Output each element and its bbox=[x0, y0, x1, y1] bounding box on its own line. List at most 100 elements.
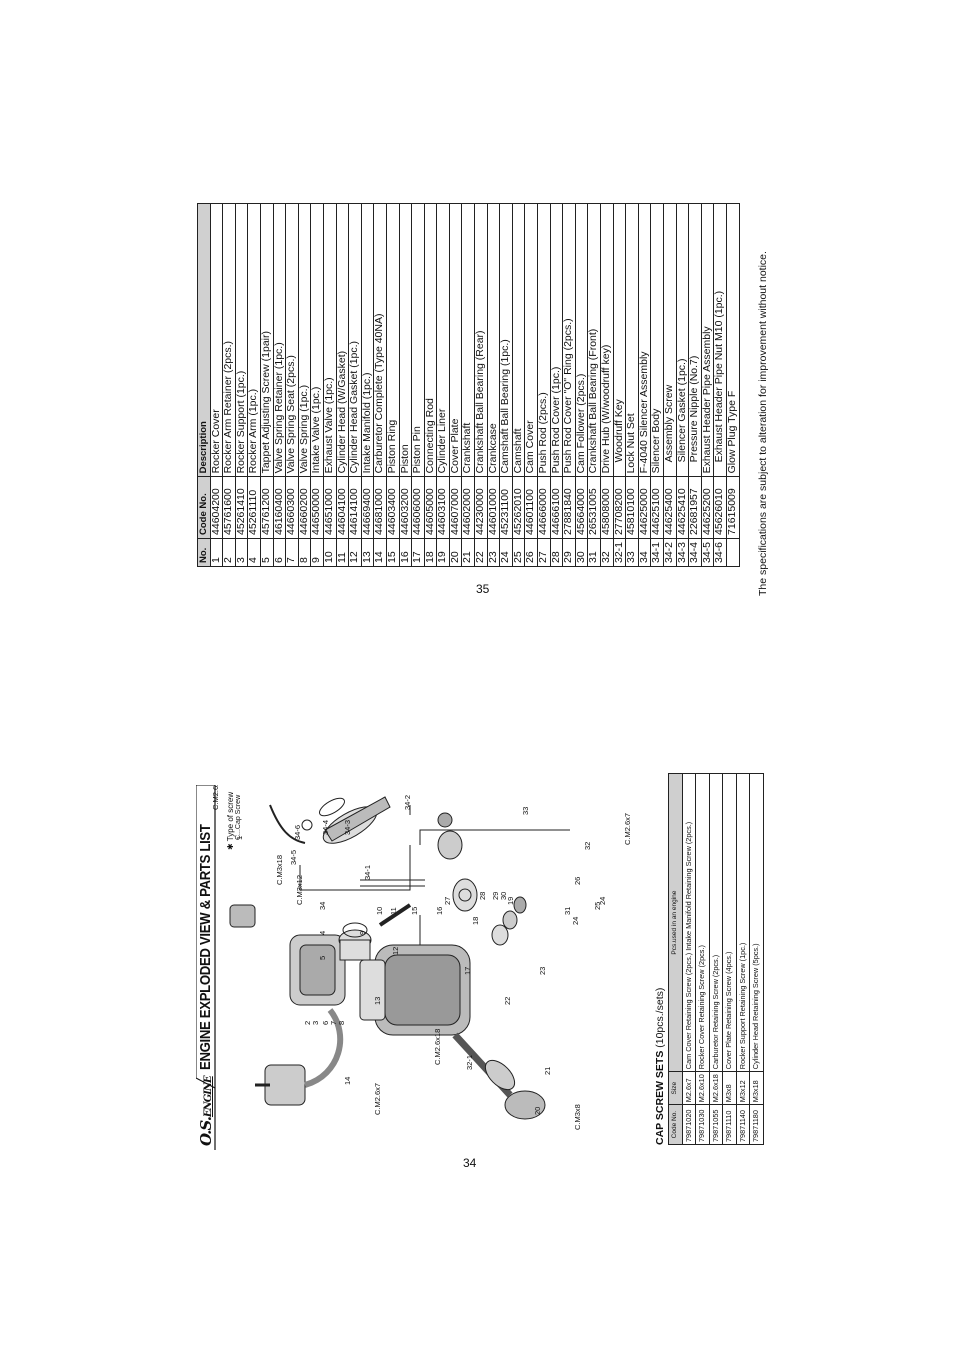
cell-code: 44230000 bbox=[474, 476, 488, 539]
label-20: 20 bbox=[533, 1107, 542, 1115]
label-3: 3 bbox=[311, 1021, 320, 1025]
cell-desc: Silencer Body bbox=[650, 203, 664, 477]
cell-no: 2 bbox=[222, 538, 236, 567]
cap-cell-size: M3x12 bbox=[736, 1071, 750, 1105]
cap-header-size: Size bbox=[668, 1071, 682, 1105]
cap-cell-used: Carburetor Retaining Screw (2pcs.) bbox=[709, 773, 723, 1072]
cap-cell-size: M2.6x18 bbox=[709, 1071, 723, 1105]
cell-code: 44625200 bbox=[701, 476, 714, 539]
cell-no: 24 bbox=[499, 538, 513, 567]
cell-code: 44607000 bbox=[449, 476, 462, 539]
cell-no: 9 bbox=[310, 538, 324, 567]
cap-cell-size: M2.6x7 bbox=[682, 1071, 696, 1105]
cell-no: 26 bbox=[524, 538, 538, 567]
cell-desc: Rocker Support (1pc.) bbox=[235, 203, 248, 477]
cell-desc: Push Rod (2pcs.) bbox=[537, 203, 551, 477]
label-34-1: 34-1 bbox=[363, 865, 372, 880]
cell-code: 45761200 bbox=[260, 476, 274, 539]
cell-code: 44681000 bbox=[373, 476, 387, 539]
label-7: 7 bbox=[329, 1021, 338, 1025]
label-32: 32 bbox=[583, 842, 592, 850]
cell-desc: Pressure Nipple (No.7) bbox=[688, 203, 702, 477]
label-21: 21 bbox=[543, 1067, 552, 1075]
cap-cell-size: M3x18 bbox=[749, 1071, 763, 1105]
label-24: 24 bbox=[571, 917, 580, 925]
cell-no: 28 bbox=[550, 538, 563, 567]
label-8: 8 bbox=[337, 1021, 346, 1025]
cell-no: 23 bbox=[487, 538, 500, 567]
cell-no: 17 bbox=[411, 538, 425, 567]
label-34-3: 34-3 bbox=[343, 820, 352, 835]
cell-desc: Piston bbox=[399, 203, 412, 477]
cell-no: 20 bbox=[449, 538, 462, 567]
cell-no: 31 bbox=[587, 538, 601, 567]
cell-no: 16 bbox=[399, 538, 412, 567]
cell-code: 44625410 bbox=[676, 476, 689, 539]
cell-no: 18 bbox=[424, 538, 437, 567]
page-number-right: 35 bbox=[476, 582, 490, 596]
cell-desc: Crankshaft Ball Bearing (Front) bbox=[587, 203, 601, 477]
cell-no: 11 bbox=[336, 538, 349, 567]
cell-desc: Exhaust Valve (1pc.) bbox=[323, 203, 337, 477]
cell-desc: Cylinder Head Gasket (1pc.) bbox=[348, 203, 362, 477]
label-10: 10 bbox=[375, 907, 384, 915]
cell-desc: Glow Plug Type F bbox=[726, 203, 740, 477]
label-c-m3x12: C.M3x12 bbox=[295, 875, 304, 905]
label-12: 12 bbox=[391, 947, 400, 955]
cell-code: 44666100 bbox=[550, 476, 563, 539]
label-32-1: 32-1 bbox=[465, 1055, 474, 1070]
cell-no: 34-4 bbox=[688, 538, 702, 567]
cell-desc: Cam Cover bbox=[524, 203, 538, 477]
cell-code: 27881840 bbox=[562, 476, 576, 539]
cell-desc: Silencer Gasket (1pc.) bbox=[676, 203, 689, 477]
cell-code: 44604200 bbox=[210, 476, 223, 539]
cell-code: 44650000 bbox=[310, 476, 324, 539]
cap-header-used: Pcs.used in an engine bbox=[668, 773, 682, 1072]
cell-desc: Piston Pin bbox=[411, 203, 425, 477]
label-22: 22 bbox=[503, 997, 512, 1005]
cell-desc: Crankcase bbox=[487, 203, 500, 477]
cap-cell-used: Cam Cover Retaining Screw (2pcs.) Intake… bbox=[682, 773, 696, 1072]
label-2: 2 bbox=[303, 1021, 312, 1025]
notice-text: The specifications are subject to altera… bbox=[757, 251, 769, 596]
cell-code: 45262010 bbox=[512, 476, 525, 539]
cap-cell-code: 79871180 bbox=[749, 1104, 763, 1145]
cell-no: 34-2 bbox=[663, 538, 677, 567]
label-18: 18 bbox=[471, 917, 480, 925]
cell-desc: Camshaft bbox=[512, 203, 525, 477]
cell-code: 44625400 bbox=[663, 476, 677, 539]
cell-code: 22681957 bbox=[688, 476, 702, 539]
cell-no: 34 bbox=[638, 538, 651, 567]
cell-no: 19 bbox=[436, 538, 450, 567]
cell-code: 44660200 bbox=[298, 476, 311, 539]
label-33: 33 bbox=[521, 807, 530, 815]
label-25: 25 bbox=[593, 902, 602, 910]
cell-no: 21 bbox=[461, 538, 475, 567]
cell-no: 8 bbox=[298, 538, 311, 567]
label-16: 16 bbox=[435, 907, 444, 915]
cell-no: 34-6 bbox=[713, 538, 727, 567]
cell-desc: Assembly Screw bbox=[663, 203, 677, 477]
cell-desc: Carburetor Complete (Type 40NA) bbox=[373, 203, 387, 477]
